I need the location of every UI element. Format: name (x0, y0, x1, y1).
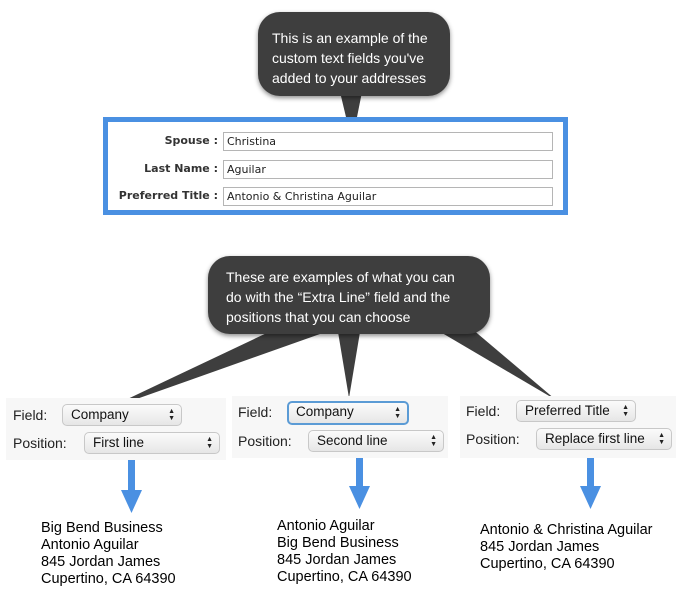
field-select[interactable]: Company ▲▼ (62, 404, 182, 426)
extra-line-example-2: Field: Company ▲▼ Position: Second line … (232, 396, 448, 458)
field-row-preferred-title: Preferred Title : (108, 187, 563, 207)
address-line: Antonio & Christina Aguilar (480, 522, 653, 538)
address-line: 845 Jordan James (277, 552, 397, 568)
field-label: Field: (13, 407, 48, 423)
arrow-down-icon-2 (349, 456, 370, 509)
address-line: Big Bend Business (41, 520, 163, 536)
position-select[interactable]: First line ▲▼ (84, 432, 220, 454)
custom-fields-panel: Spouse : Last Name : Preferred Title : (103, 117, 568, 215)
field-select-value: Company (296, 404, 354, 419)
address-preview-2: Antonio Aguilar Big Bend Business 845 Jo… (277, 518, 412, 586)
bubble2-tail-center (338, 332, 360, 398)
callout-line: These are examples of what you can (226, 269, 455, 285)
address-line: Big Bend Business (277, 535, 399, 551)
address-line: 845 Jordan James (480, 539, 600, 555)
select-arrows-icon: ▲▼ (394, 406, 401, 420)
address-preview-3: Antonio & Christina Aguilar 845 Jordan J… (480, 522, 653, 573)
extra-line-example-1: Field: Company ▲▼ Position: First line ▲… (6, 398, 226, 460)
field-label: Field: (238, 404, 273, 420)
field-row-spouse: Spouse : (108, 132, 563, 152)
field-select[interactable]: Company ▲▼ (287, 401, 409, 425)
position-label: Position: (466, 431, 520, 447)
arrow-down-icon-1 (121, 460, 142, 513)
preferred-title-input[interactable] (223, 187, 553, 206)
spouse-label: Spouse : (164, 134, 218, 147)
position-label: Position: (238, 433, 292, 449)
bubble2-tail-left (100, 322, 320, 412)
position-select[interactable]: Second line ▲▼ (308, 430, 444, 452)
position-select-value: First line (93, 435, 145, 450)
callout-line: do with the “Extra Line” field and the (226, 289, 451, 305)
last-name-input[interactable] (223, 160, 553, 179)
callout-line: added to your addresses (272, 70, 427, 86)
callout-line: custom text fields you've (272, 50, 425, 66)
address-line: Antonio Aguilar (41, 537, 139, 553)
extra-line-callout: These are examples of what you can do wi… (208, 256, 490, 334)
extra-line-example-3: Field: Preferred Title ▲▼ Position: Repl… (460, 396, 676, 458)
select-arrows-icon: ▲▼ (206, 436, 213, 450)
select-arrows-icon: ▲▼ (168, 408, 175, 422)
bubble2-tail-right (420, 312, 556, 400)
arrow-down-icon-3 (580, 456, 601, 509)
position-select[interactable]: Replace first line ▲▼ (536, 428, 672, 450)
callout-line: positions that you can choose (226, 309, 411, 325)
spouse-input[interactable] (223, 132, 553, 151)
position-label: Position: (13, 435, 67, 451)
address-line: Cupertino, CA 64390 (277, 569, 412, 585)
field-select[interactable]: Preferred Title ▲▼ (516, 400, 636, 422)
address-preview-1: Big Bend Business Antonio Aguilar 845 Jo… (41, 520, 176, 588)
select-arrows-icon: ▲▼ (430, 434, 437, 448)
field-select-value: Company (71, 407, 129, 422)
preferred-title-label: Preferred Title : (118, 189, 218, 202)
field-select-value: Preferred Title (525, 403, 610, 418)
select-arrows-icon: ▲▼ (622, 404, 629, 418)
address-line: 845 Jordan James (41, 554, 161, 570)
position-select-value: Replace first line (545, 431, 645, 446)
last-name-label: Last Name : (144, 162, 218, 175)
address-line: Cupertino, CA 64390 (480, 556, 615, 572)
position-select-value: Second line (317, 433, 388, 448)
callout-line: This is an example of the (272, 30, 428, 46)
select-arrows-icon: ▲▼ (658, 432, 665, 446)
custom-fields-callout: This is an example of the custom text fi… (258, 12, 450, 96)
address-line: Cupertino, CA 64390 (41, 571, 176, 587)
field-label: Field: (466, 403, 501, 419)
address-line: Antonio Aguilar (277, 518, 375, 534)
field-row-last-name: Last Name : (108, 160, 563, 180)
